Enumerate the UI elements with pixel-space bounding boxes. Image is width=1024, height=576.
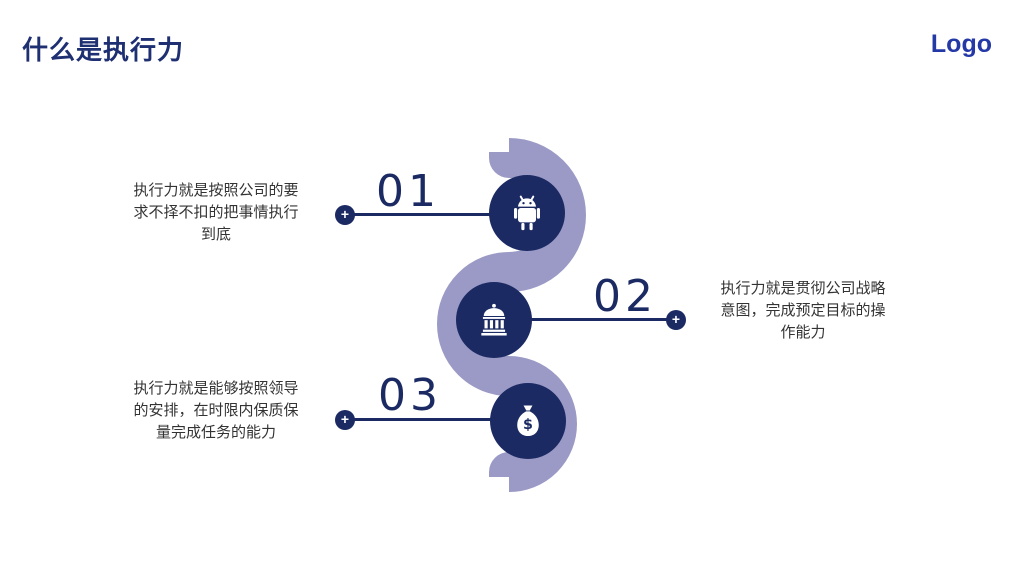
item-1-line-3: 到底 [200, 226, 231, 243]
item-3-connector-line [348, 418, 508, 421]
item-1-connector-line [348, 213, 508, 216]
item-2-line-3: 作能力 [780, 324, 826, 341]
item-2-endpoint-dot: + [666, 310, 686, 330]
money-bag-icon: $ [517, 405, 539, 437]
item-2-number: 02 [593, 271, 657, 322]
item-3-line-1: 执行力就是能够按照领导 [133, 380, 299, 397]
plus-icon: + [340, 411, 350, 427]
android-icon [514, 195, 540, 231]
item-2-icon-circle [456, 282, 532, 358]
item-1-icon-circle [489, 175, 565, 251]
item-3-line-2: 的安排，在时限内保质保 [133, 402, 299, 419]
item-2-description: 执行力就是贯彻公司战略 意图，完成预定目标的操 作能力 [703, 278, 903, 344]
item-1-endpoint-dot: + [335, 205, 355, 225]
item-3-line-3: 量完成任务的能力 [155, 424, 276, 441]
bank-icon [481, 303, 507, 336]
item-3-endpoint-dot: + [335, 410, 355, 430]
item-1-number: 01 [376, 166, 440, 217]
item-2-line-2: 意图，完成预定目标的操 [720, 302, 886, 319]
dollar-glyph: $ [523, 417, 533, 433]
item-3-number: 03 [378, 370, 442, 421]
slide-title: 什么是执行力 [22, 35, 185, 65]
item-1-description: 执行力就是按照公司的要 求不择不扣的把事情执行 到底 [118, 180, 314, 246]
plus-icon: + [671, 311, 681, 327]
item-2-connector-line [520, 318, 678, 321]
logo-text: Logo [930, 30, 992, 58]
item-3-description: 执行力就是能够按照领导 的安排，在时限内保质保 量完成任务的能力 [118, 378, 314, 444]
item-2-line-1: 执行力就是贯彻公司战略 [720, 280, 886, 297]
item-1-line-1: 执行力就是按照公司的要 [133, 182, 299, 199]
item-1-line-2: 求不择不扣的把事情执行 [133, 204, 299, 221]
item-3-icon-circle: $ [490, 383, 566, 459]
plus-icon: + [340, 206, 350, 222]
